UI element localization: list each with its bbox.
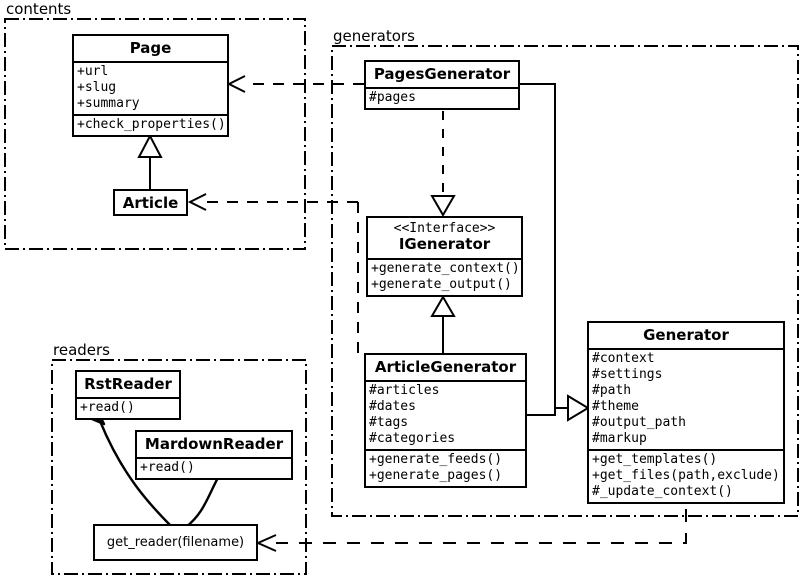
class-name-igenerator: IGenerator (398, 235, 491, 254)
class-method: +read() (80, 400, 135, 416)
class-attribute: #theme (592, 399, 639, 415)
class-title-article-generator: ArticleGenerator (374, 358, 517, 376)
class-title-mardown-reader: MardownReader (144, 435, 284, 453)
class-method: +read() (140, 460, 195, 476)
class-methods-generator: +get_templates() +get_files(path,exclude… (589, 449, 783, 502)
class-attributes-page: +url +slug +summary (74, 61, 227, 114)
class-method: +generate_output() (371, 276, 512, 292)
class-attribute: #dates (369, 399, 416, 415)
class-stereotype-igenerator: <<Interface>> (393, 221, 496, 236)
class-method: +generate_feeds() (369, 452, 503, 468)
class-attribute: #markup (592, 431, 647, 447)
class-title-article: Article (122, 193, 179, 212)
class-box-generator[interactable]: Generator #context #settings #path #them… (587, 321, 785, 505)
class-method: +generate_context() (371, 260, 520, 276)
class-attribute: +url (77, 64, 109, 80)
class-title-generator: Generator (643, 326, 729, 344)
class-methods-page: +check_properties() (74, 114, 227, 135)
class-title-pages-generator: PagesGenerator (373, 65, 511, 83)
class-box-article[interactable]: Article (113, 189, 188, 216)
class-attribute: #articles (369, 383, 440, 399)
class-attributes-generator: #context #settings #path #theme #output_… (589, 348, 783, 449)
package-label-readers: readers (51, 341, 112, 359)
class-box-page[interactable]: Page +url +slug +summary +check_properti… (72, 34, 229, 138)
class-method: +check_properties() (77, 117, 226, 133)
class-attribute: #context (592, 351, 655, 367)
class-methods-mardown-reader: +read() (137, 457, 291, 478)
relation-pagesgenerator-to-page (226, 75, 364, 93)
class-attributes-article-generator: #articles #dates #tags #categories (366, 380, 525, 449)
class-methods-rst-reader: +read() (77, 397, 179, 418)
relation-articlegenerator-to-article (187, 193, 359, 360)
class-method: +get_templates() (592, 452, 718, 468)
class-box-rst-reader[interactable]: RstReader +read() (75, 370, 181, 421)
class-method: +generate_pages() (369, 468, 503, 484)
function-label-get-reader: get_reader(filename) (106, 535, 245, 550)
class-box-mardown-reader[interactable]: MardownReader +read() (135, 430, 293, 481)
class-attribute: #pages (369, 90, 416, 106)
class-method: #_update_context() (592, 484, 733, 500)
class-title-rst-reader: RstReader (84, 375, 172, 393)
relation-generator-to-getreader (255, 509, 687, 552)
class-box-pages-generator[interactable]: PagesGenerator #pages (364, 60, 520, 111)
relation-article-to-page (137, 133, 163, 192)
relation-pagesgenerator-to-igenerator (430, 111, 456, 217)
relation-articlegenerator-to-igenerator (430, 295, 456, 353)
relation-pagesgenerator-to-generator (520, 83, 568, 409)
class-box-igenerator[interactable]: <<Interface>> IGenerator +generate_conte… (366, 216, 523, 297)
class-attribute: #output_path (592, 415, 686, 431)
class-attribute: #categories (369, 431, 456, 447)
class-attribute: #tags (369, 415, 409, 431)
class-box-article-generator[interactable]: ArticleGenerator #articles #dates #tags … (364, 353, 527, 489)
class-attribute: #settings (592, 367, 663, 383)
class-methods-igenerator: +generate_context() +generate_output() (368, 257, 521, 295)
class-attribute: #path (592, 383, 632, 399)
class-method: +get_files(path,exclude) (592, 468, 780, 484)
class-attribute: +summary (77, 96, 140, 112)
class-title-page: Page (129, 39, 172, 57)
relation-articlegenerator-to-generator (527, 394, 590, 422)
package-label-generators: generators (331, 27, 417, 45)
class-title-igenerator: <<Interface>> IGenerator (368, 218, 521, 258)
package-label-contents: contents (4, 0, 74, 18)
function-box-get-reader[interactable]: get_reader(filename) (93, 524, 258, 561)
class-attributes-pages-generator: #pages (366, 87, 518, 108)
class-attribute: +slug (77, 80, 117, 96)
class-methods-article-generator: +generate_feeds() +generate_pages() (366, 449, 525, 486)
